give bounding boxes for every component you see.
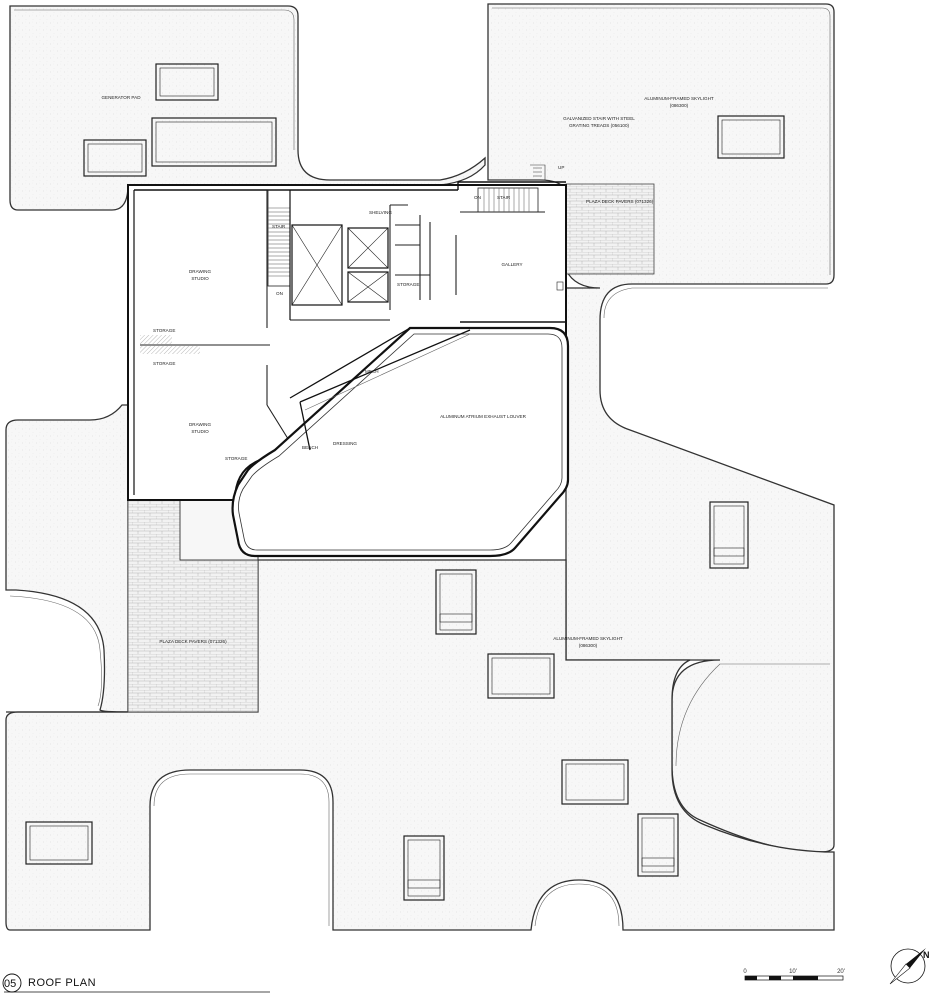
scale-tick-0: 0 (743, 969, 747, 975)
room-labels: GENERATOR PAD GALVANIZED STAIR WITH STEE… (101, 95, 713, 648)
label-galvanized-stair-1: GALVANIZED STAIR WITH STEEL (563, 116, 635, 121)
skylight (561, 759, 629, 805)
label-plaza-paver-top: PLAZA DECK PAVERS (071326) (586, 199, 654, 204)
label-dressing: DRESSING (333, 441, 357, 446)
label-drawing-studio-1b: STUDIO (191, 276, 209, 281)
label-bench: BENCH (302, 445, 318, 450)
scale-tick-10: 10' (789, 969, 797, 975)
skylight (403, 835, 445, 901)
label-on-a: ON (276, 291, 283, 296)
north-arrow: N (889, 948, 930, 985)
skylight (709, 501, 749, 569)
skylights (25, 63, 785, 901)
drawing-title: ROOF PLAN (28, 977, 96, 989)
drawing-number: 05 (4, 978, 16, 990)
skylight (487, 653, 555, 699)
atrium-louver (231, 326, 570, 558)
label-storage-center: STORAGE (397, 282, 419, 287)
roof-area-west (5, 404, 129, 713)
label-shelving: SHELVING (369, 210, 392, 215)
plaza-deck-pavers-top (565, 183, 655, 275)
label-mech: MECH (365, 369, 379, 374)
label-drawing-studio-2b: STUDIO (191, 429, 209, 434)
label-stair-b: STAIR (497, 195, 511, 200)
label-stair-a: STAIR (272, 224, 286, 229)
skylight (155, 63, 219, 101)
generator-pad-outline (151, 117, 277, 167)
label-galvanized-stair-2: GRATING TREADS (056100) (569, 123, 630, 128)
skylight (83, 139, 147, 177)
label-on-b: ON (474, 195, 481, 200)
label-storage-3: STORAGE (225, 456, 247, 461)
scale-bar: 0 10' 20' (743, 969, 845, 981)
roof-area-south-main (5, 559, 835, 931)
label-skylight-top-1: ALUMINUM-FRAMED SKYLIGHT (644, 96, 714, 101)
skylight (25, 821, 93, 865)
skylight (637, 813, 679, 877)
skylight (435, 569, 477, 635)
label-plaza-paver-left: PLAZA DECK PAVERS (071326) (159, 639, 227, 644)
label-drawing-studio-2a: DRAWING (189, 422, 211, 427)
roof-area-northwest (9, 5, 486, 211)
label-drawing-studio-1a: DRAWING (189, 269, 211, 274)
label-up: UP (558, 165, 564, 170)
label-skylight-lower-1: ALUMINUM-FRAMED SKYLIGHT (553, 636, 623, 641)
label-skylight-lower-2: (086300) (579, 643, 598, 648)
scale-tick-20: 20' (837, 969, 845, 975)
north-circle (890, 948, 926, 984)
north-letter: N (923, 950, 930, 960)
north-arrow-icon (906, 948, 926, 968)
label-atrium-louver: ALUMINUM ATRIUM EXHAUST LOUVER (440, 414, 527, 419)
title-block: 05 ROOF PLAN (2, 973, 270, 993)
skylight (717, 115, 785, 159)
label-storage-2: STORAGE (153, 361, 175, 366)
label-skylight-top-2: (086300) (670, 103, 689, 108)
parapet-lines (9, 7, 831, 927)
label-generator-pad: GENERATOR PAD (101, 95, 141, 100)
label-storage-1: STORAGE (153, 328, 175, 333)
label-gallery: GALLERY (501, 262, 522, 267)
